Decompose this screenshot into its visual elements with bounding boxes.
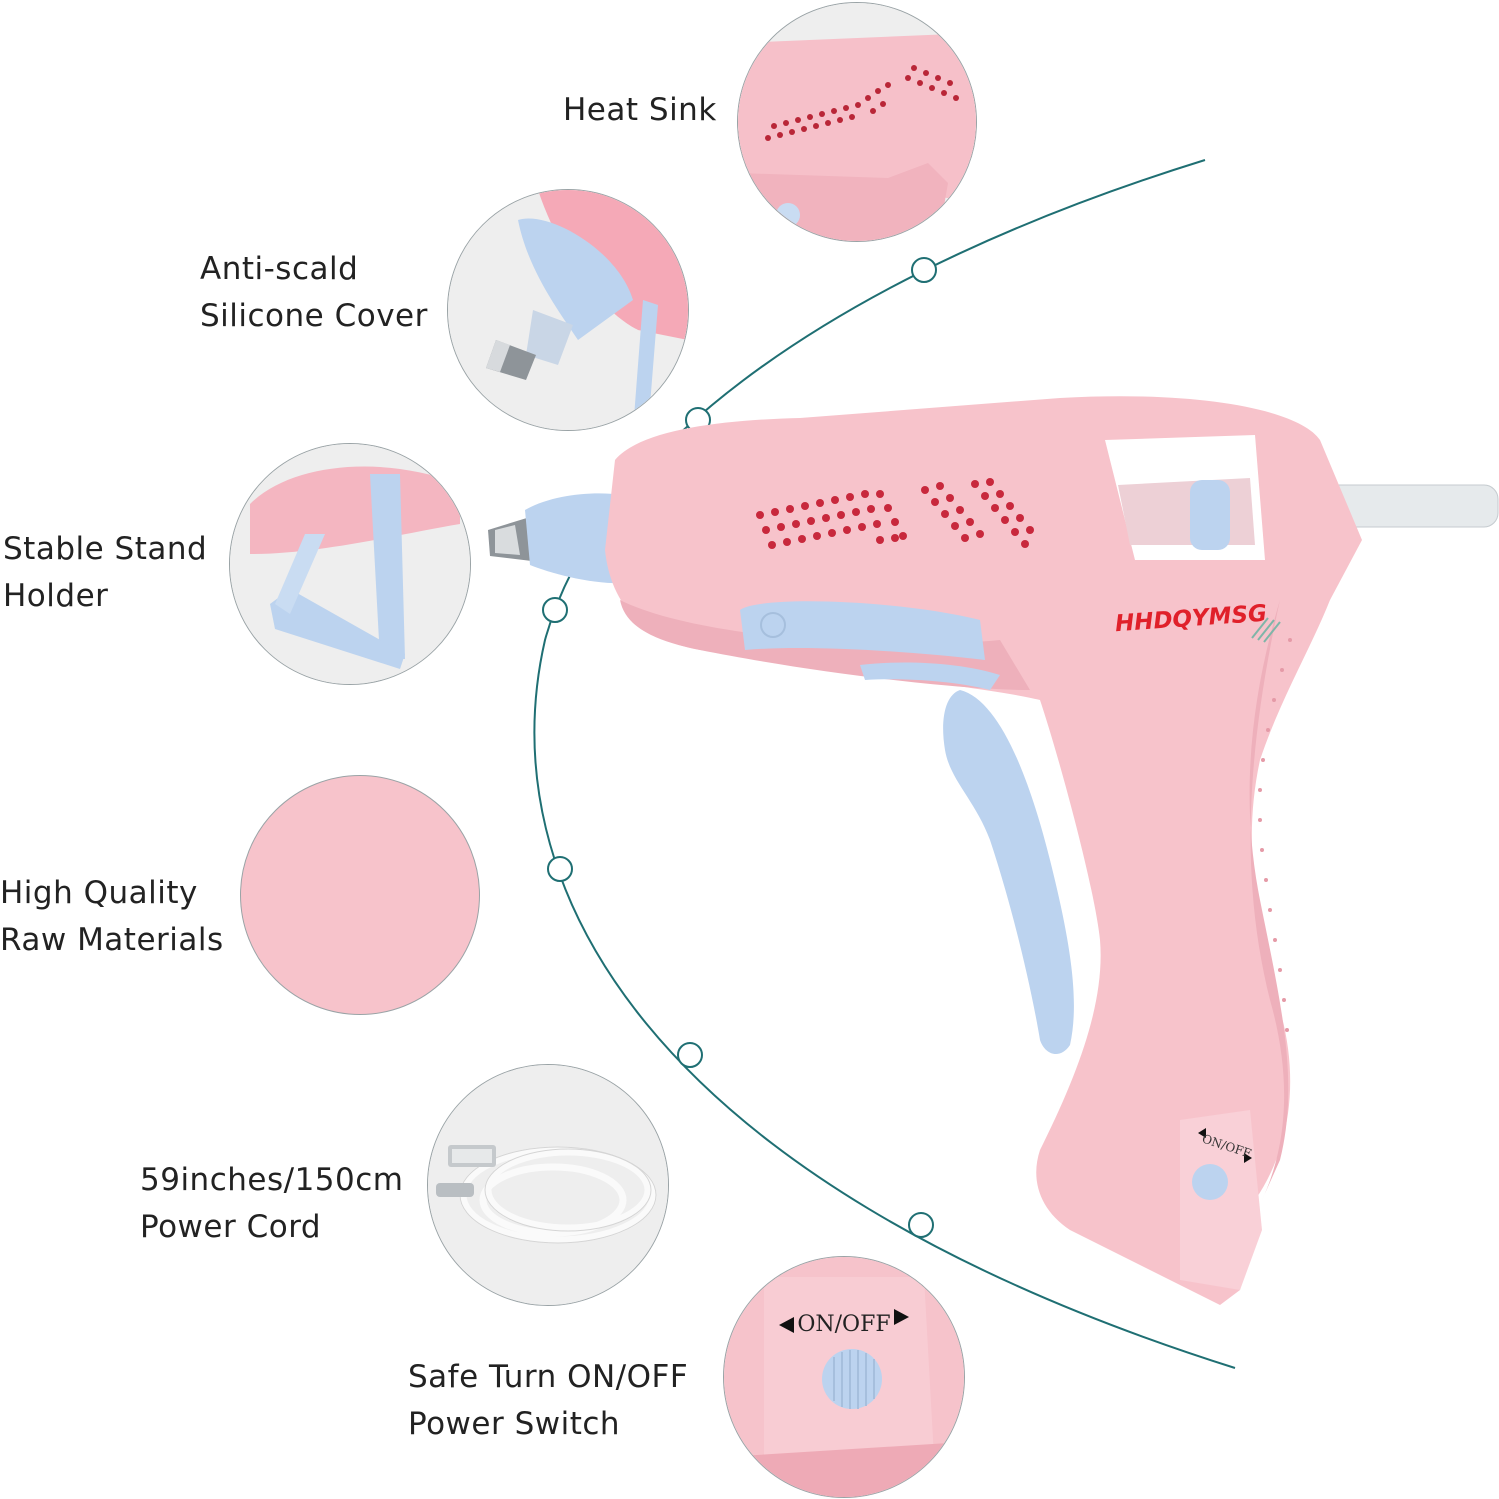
heat-sink-closeup: [737, 2, 977, 242]
label-switch: Safe Turn ON/OFF Power Switch: [408, 1359, 689, 1442]
power-switch: [1192, 1164, 1228, 1200]
heat-sink-vents: [756, 478, 1034, 549]
label-anti-scald: Anti-scald Silicone Cover: [200, 251, 428, 334]
power-cord-image: [428, 1065, 668, 1305]
trigger: [943, 690, 1074, 1055]
stand: [740, 601, 985, 660]
label-heat-sink: Heat Sink: [563, 92, 717, 128]
label-stand: Stable Stand Holder: [3, 531, 208, 614]
arc-dot: [911, 257, 937, 283]
arc-dot: [547, 856, 573, 882]
silicone-cover-closeup: [447, 189, 689, 431]
arc-dot: [908, 1212, 934, 1238]
stand-image: [230, 444, 470, 684]
arc-dot: [542, 597, 568, 623]
power-cord-closeup: [427, 1064, 669, 1306]
label-materials: High Quality Raw Materials: [0, 875, 224, 958]
label-cord: 59inches/150cm Power Cord: [140, 1162, 404, 1245]
arc-dot: [677, 1042, 703, 1068]
stand-closeup: [229, 443, 471, 685]
materials-swatch: [240, 775, 480, 1015]
silicone-cover-image: [448, 190, 688, 430]
switch-closeup-label: ON/OFF: [797, 1312, 890, 1337]
heat-sink-image: [738, 3, 976, 241]
